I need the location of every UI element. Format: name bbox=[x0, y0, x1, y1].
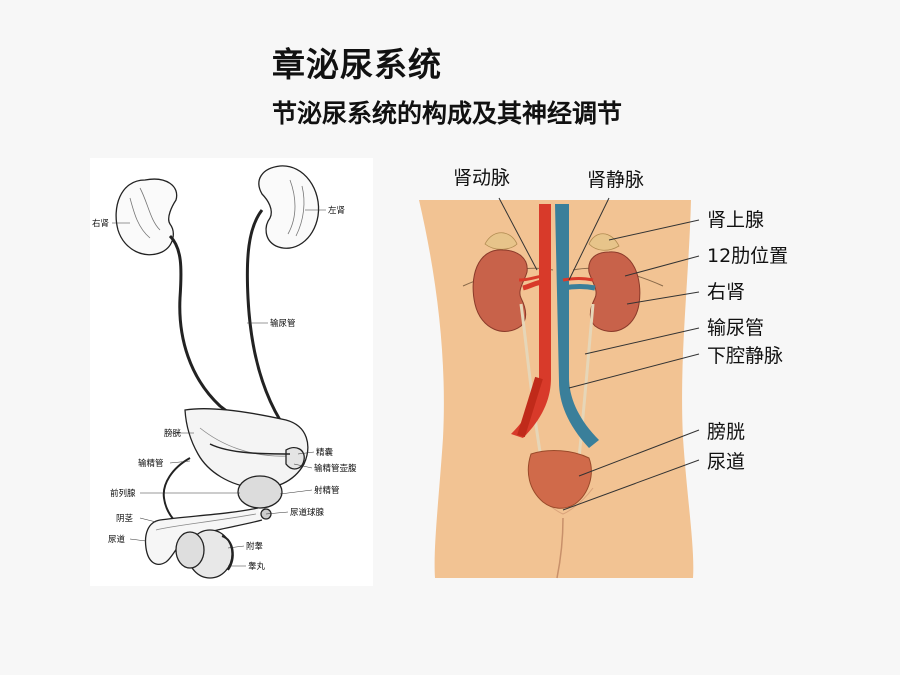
kidney-left-shape bbox=[472, 249, 528, 332]
left-kidney-shape bbox=[258, 165, 320, 249]
ivc-shape bbox=[555, 204, 599, 448]
label-penis: 阴茎 bbox=[116, 513, 134, 524]
bladder-shape-right bbox=[527, 450, 592, 509]
male-urogenital-drawing: 右肾 左肾 输尿管 膀胱 精囊 输精管 输精管壶腹 射精管 前列腺 尿道球腺 阴… bbox=[92, 165, 357, 579]
urinary-system-diagram: 肾动脉 肾静脉 肾上腺 12肋位置 右肾 输尿管 下腔静脉 膀胱 尿道 bbox=[413, 158, 813, 588]
label-bulbourethral-gland: 尿道球腺 bbox=[290, 507, 325, 518]
bladder-shape bbox=[184, 408, 309, 489]
label-ureter-left: 输尿管 bbox=[270, 318, 296, 329]
label-urethra-right: 尿道 bbox=[707, 451, 745, 473]
right-kidney-shape bbox=[115, 178, 178, 256]
seminal-vesicle-shape bbox=[285, 446, 305, 470]
label-left-kidney-left: 左肾 bbox=[328, 205, 346, 216]
label-bladder-left: 膀胱 bbox=[164, 428, 182, 439]
renal-artery bbox=[522, 279, 544, 291]
label-renal-artery: 肾动脉 bbox=[453, 167, 510, 189]
label-testis: 睾丸 bbox=[248, 561, 266, 572]
epididymis-shape bbox=[221, 535, 234, 571]
label-epididymis: 附睾 bbox=[246, 541, 264, 552]
ureter-left-line bbox=[519, 303, 543, 459]
label-rib12: 12肋位置 bbox=[707, 245, 788, 267]
label-right-kidney-left: 右肾 bbox=[92, 218, 110, 229]
label-ejaculatory-duct: 射精管 bbox=[314, 485, 340, 496]
adrenal-left-shape bbox=[484, 232, 518, 250]
label-ureter-right: 输尿管 bbox=[707, 317, 764, 339]
label-vas-deferens: 输精管 bbox=[138, 458, 164, 469]
male-urogenital-diagram: 右肾 左肾 输尿管 膀胱 精囊 输精管 输精管壶腹 射精管 前列腺 尿道球腺 阴… bbox=[90, 158, 373, 586]
adrenal-right-shape bbox=[588, 233, 620, 251]
slide-subtitle: 节泌尿系统的构成及其神经调节 bbox=[272, 99, 623, 128]
label-adrenal-gland: 肾上腺 bbox=[707, 209, 764, 231]
left-ureter bbox=[245, 209, 282, 421]
urinary-system-drawing: 肾动脉 肾静脉 肾上腺 12肋位置 右肾 输尿管 下腔静脉 膀胱 尿道 bbox=[419, 167, 788, 579]
label-right-kidney-right: 右肾 bbox=[707, 281, 745, 303]
label-renal-vein: 肾静脉 bbox=[587, 169, 644, 191]
label-ampulla: 输精管壶腹 bbox=[314, 463, 357, 474]
label-bladder-right: 膀胱 bbox=[707, 421, 745, 443]
prostate-shape bbox=[237, 475, 283, 509]
label-urethra-left: 尿道 bbox=[108, 534, 126, 545]
slide-title: 章泌尿系统 bbox=[272, 45, 442, 84]
label-prostate: 前列腺 bbox=[110, 488, 136, 499]
label-seminal-vesicle: 精囊 bbox=[316, 447, 334, 458]
renal-vein bbox=[562, 284, 596, 291]
label-ivc: 下腔静脉 bbox=[707, 345, 783, 367]
torso-shape bbox=[419, 200, 694, 578]
kidney-right-shape bbox=[588, 251, 641, 332]
